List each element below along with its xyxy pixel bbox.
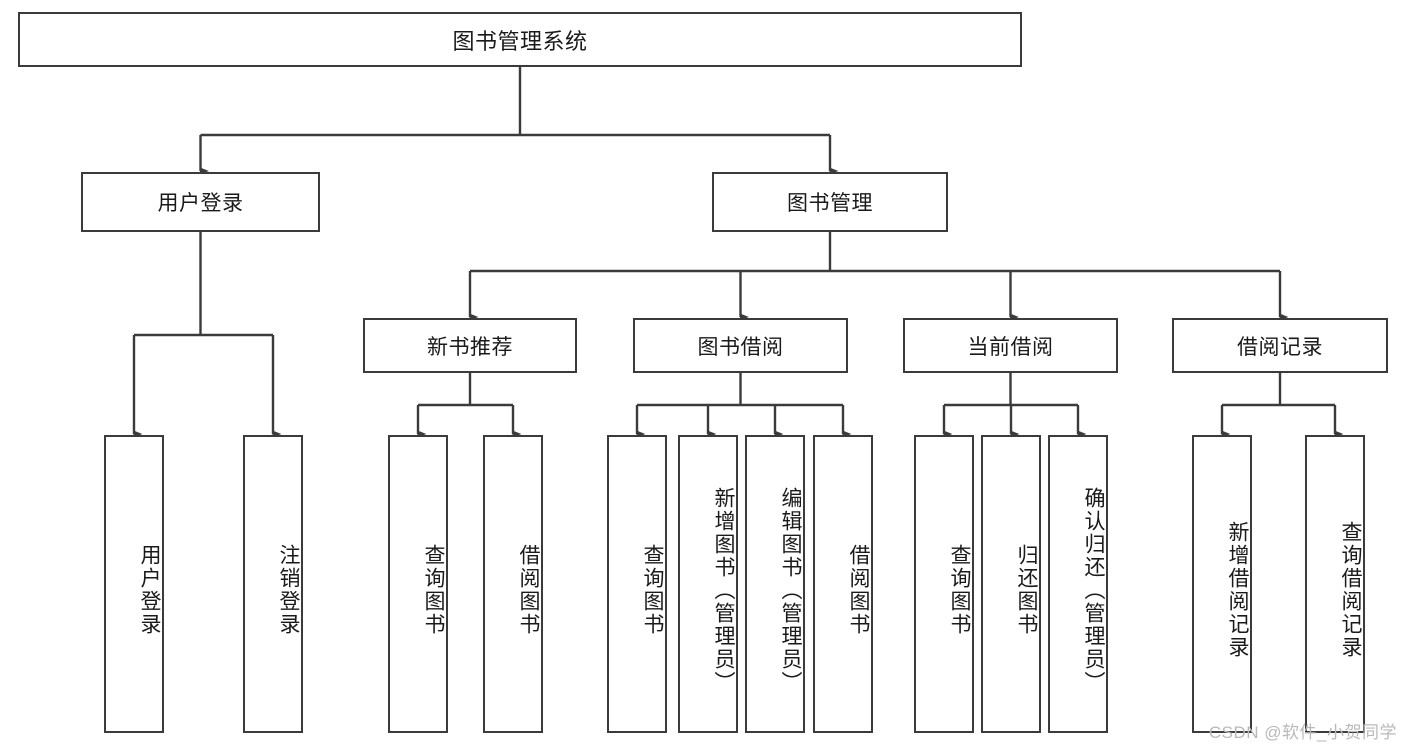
leaf-borrow-book-1-label: 借阅图书 [517, 544, 540, 636]
leaf-user-logout-label: 注销登录 [277, 544, 300, 636]
node-user-login[interactable]: 用户登录 [81, 172, 320, 232]
node-current-borrow-label: 当前借阅 [967, 335, 1054, 359]
node-root-label: 图书管理系统 [452, 28, 588, 54]
node-book-borrow[interactable]: 图书借阅 [633, 318, 848, 373]
leaf-edit-book-admin[interactable]: 编辑图书（管理员） [745, 435, 805, 733]
node-borrow-record[interactable]: 借阅记录 [1172, 318, 1388, 373]
leaf-user-login-label: 用户登录 [138, 544, 161, 636]
leaf-edit-book-admin-label: 编辑图书（管理员） [779, 486, 802, 694]
leaf-add-book-admin[interactable]: 新增图书（管理员） [678, 435, 738, 733]
node-root[interactable]: 图书管理系统 [18, 12, 1022, 67]
leaf-add-book-admin-label: 新增图书（管理员） [712, 486, 735, 694]
csdn-watermark: CSDN @软件_小贺同学 [1208, 723, 1397, 742]
node-user-login-label: 用户登录 [157, 192, 244, 215]
node-new-book-recommend[interactable]: 新书推荐 [363, 318, 577, 373]
leaf-borrow-book-1[interactable]: 借阅图书 [483, 435, 543, 733]
leaf-query-book-2[interactable]: 查询图书 [607, 435, 667, 733]
node-book-borrow-label: 图书借阅 [697, 335, 784, 359]
leaf-borrow-book-2[interactable]: 借阅图书 [813, 435, 873, 733]
leaf-borrow-book-2-label: 借阅图书 [847, 544, 870, 636]
leaf-query-book-1[interactable]: 查询图书 [388, 435, 448, 733]
node-borrow-record-label: 借阅记录 [1237, 335, 1323, 359]
leaf-query-borrow-record-label: 查询借阅记录 [1339, 521, 1362, 659]
leaf-query-borrow-record[interactable]: 查询借阅记录 [1305, 435, 1365, 733]
leaf-query-book-3[interactable]: 查询图书 [914, 435, 974, 733]
leaf-add-borrow-record-label: 新增借阅记录 [1226, 521, 1249, 659]
node-current-borrow[interactable]: 当前借阅 [903, 318, 1118, 373]
leaf-query-book-3-label: 查询图书 [948, 544, 971, 636]
leaf-confirm-return-admin[interactable]: 确认归还（管理员） [1048, 435, 1108, 733]
leaf-user-login[interactable]: 用户登录 [104, 435, 164, 733]
node-book-manage[interactable]: 图书管理 [712, 172, 948, 232]
leaf-query-book-1-label: 查询图书 [422, 544, 445, 636]
leaf-confirm-return-admin-label: 确认归还（管理员） [1082, 486, 1105, 694]
leaf-return-book-label: 归还图书 [1015, 544, 1038, 636]
node-new-book-recommend-label: 新书推荐 [427, 335, 513, 359]
node-book-manage-label: 图书管理 [787, 192, 873, 215]
leaf-user-logout[interactable]: 注销登录 [243, 435, 303, 733]
leaf-add-borrow-record[interactable]: 新增借阅记录 [1192, 435, 1252, 733]
leaf-query-book-2-label: 查询图书 [641, 544, 664, 636]
leaf-return-book[interactable]: 归还图书 [981, 435, 1041, 733]
